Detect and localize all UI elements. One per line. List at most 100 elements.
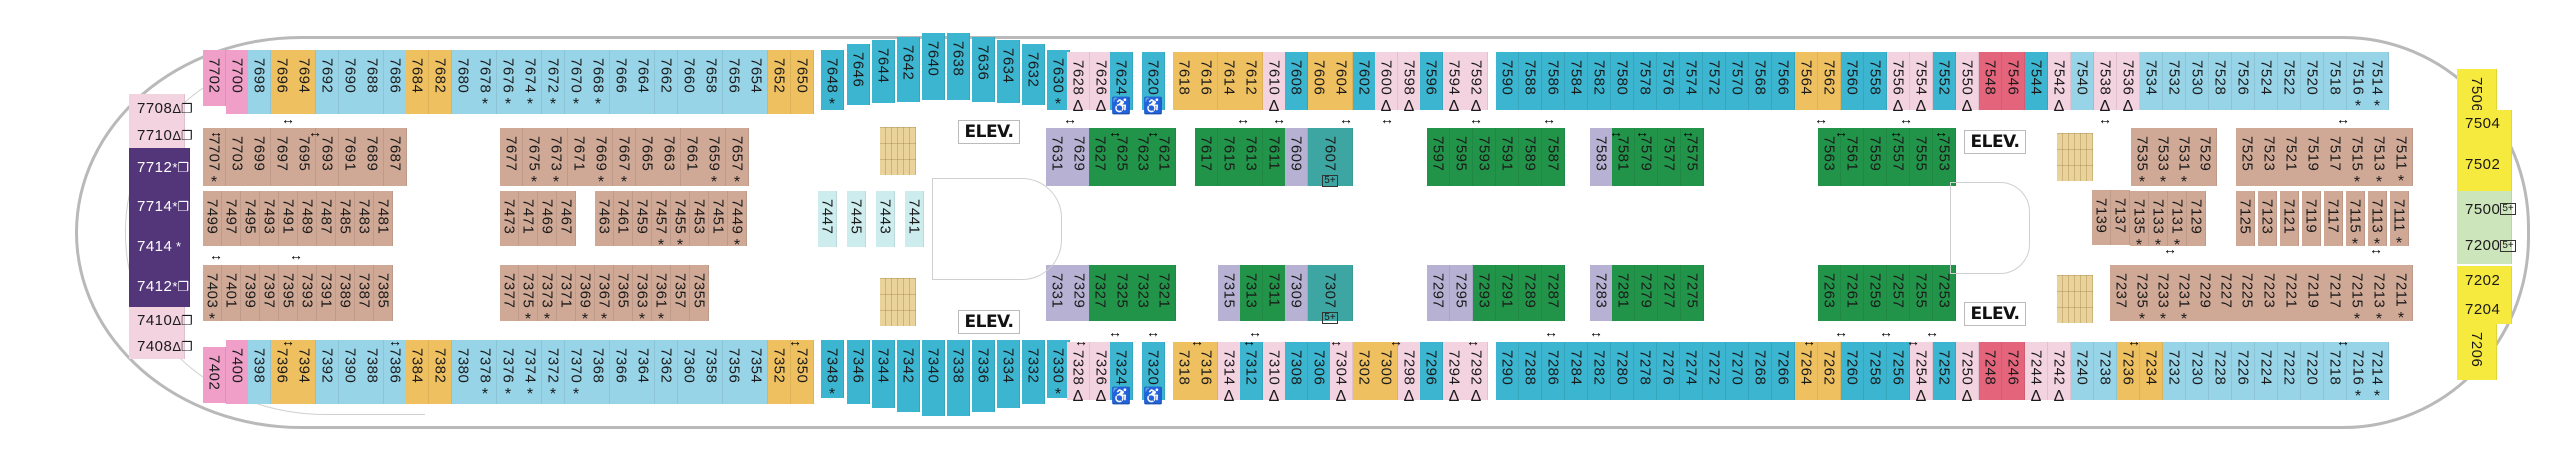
cabin-7531[interactable]: 7531* [2173, 128, 2196, 191]
cabin-7346[interactable]: 7346 [847, 340, 870, 404]
cabin-7646[interactable]: 7646 [847, 44, 870, 105]
cabin-7257[interactable]: 7257 [1887, 265, 1910, 321]
cabin-7455[interactable]: 7455* [671, 191, 690, 254]
cabin-7375[interactable]: 7375* [519, 265, 538, 328]
cabin-7680[interactable]: 7680 [452, 50, 475, 114]
cabin-7575[interactable]: 7575 [1681, 128, 1704, 186]
cabin-7624[interactable]: 7624♿ [1110, 52, 1133, 115]
cabin-7583[interactable]: 7583 [1590, 128, 1613, 186]
cabin-7459[interactable]: 7459 [633, 191, 652, 246]
cabin-7397[interactable]: 7397 [260, 265, 279, 321]
cabin-7481[interactable]: 7481 [374, 191, 393, 246]
cabin-7563[interactable]: 7563 [1818, 128, 1841, 186]
cabin-7664[interactable]: 7664 [632, 50, 655, 114]
cabin-7311[interactable]: 7311 [1263, 265, 1286, 321]
cabin-7559[interactable]: 7559 [1864, 128, 1887, 186]
cabin-7376[interactable]: 7376* [497, 340, 520, 404]
cabin-7453[interactable]: 7453 [690, 191, 709, 246]
cabin-7690[interactable]: 7690 [339, 50, 362, 114]
cabin-7629[interactable]: 7629 [1068, 128, 1091, 186]
cabin-7525[interactable]: 7525 [2236, 128, 2259, 186]
cabin-7396[interactable]: 7396 [271, 340, 294, 404]
cabin-7485[interactable]: 7485 [336, 191, 355, 246]
cabin-7297[interactable]: 7297 [1427, 265, 1450, 321]
cabin-7471[interactable]: 7471 [519, 191, 538, 246]
cabin-7533[interactable]: 7533* [2152, 128, 2175, 191]
cabin-7364[interactable]: 7364 [632, 340, 655, 404]
cabin-7673[interactable]: 7673* [545, 128, 568, 191]
cabin-7515[interactable]: 7515* [2346, 128, 2369, 191]
cabin-7226[interactable]: 7226 [2232, 342, 2255, 400]
cabin-7135[interactable]: 7135* [2130, 191, 2149, 254]
cabin-7616[interactable]: 7616 [1195, 52, 1218, 110]
cabin-7668[interactable]: 7668* [587, 50, 610, 114]
cabin-7698[interactable]: 7698 [248, 50, 271, 114]
cabin-7584[interactable]: 7584 [1565, 52, 1588, 110]
cabin-7119[interactable]: 7119 [2302, 191, 2321, 246]
cabin-7282[interactable]: 7282 [1588, 342, 1611, 400]
cabin-7394[interactable]: 7394 [293, 340, 316, 404]
cabin-7568[interactable]: 7568 [1749, 52, 1772, 110]
cabin-7660[interactable]: 7660 [678, 50, 701, 114]
cabin-7289[interactable]: 7289 [1519, 265, 1542, 321]
cabin-7548[interactable]: 7548 [1979, 52, 2002, 110]
cabin-7606[interactable]: 7606 [1308, 52, 1331, 110]
cabin-7678[interactable]: 7678* [474, 50, 497, 114]
cabin-7604[interactable]: 7604 [1330, 52, 1353, 110]
cabin-7374[interactable]: 7374* [519, 340, 542, 404]
cabin-7402[interactable]: 7402 [203, 347, 226, 403]
cabin-7315[interactable]: 7315 [1218, 265, 1241, 321]
cabin-7449[interactable]: 7449* [728, 191, 747, 254]
cabin-7499[interactable]: 7499 [203, 191, 222, 246]
cabin-7334[interactable]: 7334 [997, 340, 1020, 408]
cabin-7366[interactable]: 7366 [610, 340, 633, 404]
cabin-7657[interactable]: 7657* [726, 128, 749, 191]
cabin-7259[interactable]: 7259 [1864, 265, 1887, 321]
cabin-7235[interactable]: 7235* [2131, 265, 2154, 328]
cabin-7363[interactable]: 7363* [633, 265, 652, 328]
cabin-7553[interactable]: 7553 [1933, 128, 1956, 186]
cabin-7370[interactable]: 7370* [565, 340, 588, 404]
cabin-7246[interactable]: 7246 [2002, 342, 2025, 400]
cabin-7696[interactable]: 7696 [271, 50, 294, 114]
cabin-7380[interactable]: 7380 [452, 340, 475, 404]
cabin-7483[interactable]: 7483 [355, 191, 374, 246]
cabin-7495[interactable]: 7495 [241, 191, 260, 246]
cabin-7693[interactable]: 7693 [316, 128, 339, 186]
cabin-7355[interactable]: 7355 [690, 265, 709, 321]
cabin-7516[interactable]: 7516* [2347, 52, 2370, 115]
cabin-7281[interactable]: 7281 [1612, 265, 1635, 321]
cabin-7682[interactable]: 7682 [429, 50, 452, 114]
cabin-7581[interactable]: 7581 [1612, 128, 1635, 186]
cabin-7232[interactable]: 7232 [2163, 342, 2186, 400]
cabin-7286[interactable]: 7286 [1542, 342, 1565, 400]
cabin-7401[interactable]: 7401 [222, 265, 241, 321]
cabin-7636[interactable]: 7636 [972, 37, 995, 102]
cabin-7557[interactable]: 7557 [1887, 128, 1910, 186]
cabin-7386[interactable]: 7386 [384, 340, 407, 404]
cabin-7463[interactable]: 7463 [595, 191, 614, 246]
cabin-7560[interactable]: 7560 [1841, 52, 1864, 110]
cabin-7403[interactable]: 7403* [203, 265, 222, 328]
cabin-7231[interactable]: 7231* [2173, 265, 2196, 328]
cabin-7663[interactable]: 7663 [658, 128, 681, 186]
cabin-7665[interactable]: 7665 [636, 128, 659, 186]
cabin-7332[interactable]: 7332 [1022, 340, 1045, 404]
cabin-7233[interactable]: 7233* [2152, 265, 2175, 328]
cabin-7491[interactable]: 7491 [279, 191, 298, 246]
cabin-7412[interactable]: 7412*❐ [129, 266, 190, 307]
cabin-7318[interactable]: 7318 [1173, 342, 1196, 400]
cabin-7532[interactable]: 7532 [2163, 52, 2186, 110]
cabin-7620[interactable]: 7620♿ [1142, 52, 1165, 115]
cabin-7261[interactable]: 7261 [1841, 265, 1864, 321]
cabin-7611[interactable]: 7611 [1263, 128, 1286, 186]
cabin-7608[interactable]: 7608 [1285, 52, 1308, 110]
cabin-7597[interactable]: 7597 [1427, 128, 1450, 186]
cabin-7528[interactable]: 7528 [2209, 52, 2232, 110]
